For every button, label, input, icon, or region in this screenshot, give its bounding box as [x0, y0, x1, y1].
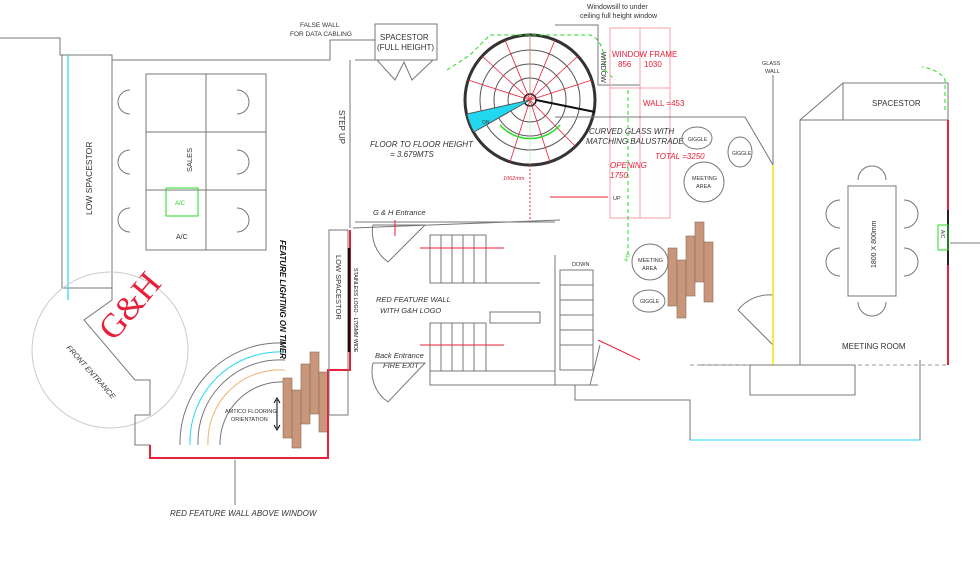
meeting-area-2a: MEETING — [638, 258, 663, 264]
total-dim: TOTAL =3250 — [655, 152, 705, 161]
wall-dimension: WALL =453 — [643, 99, 685, 108]
opening-label: OPENING — [610, 161, 647, 170]
amtico-label-1: AMTICO FLOORING — [225, 409, 277, 415]
red-feature-wall-logo-label-2: WITH G&H LOGO — [380, 306, 441, 315]
sales-label: SALES — [185, 148, 194, 172]
table-size-label: 1800 X 800mm — [871, 220, 878, 268]
opening-dim: 1750 — [610, 171, 628, 180]
amtico-label-2: ORIENTATION — [231, 417, 268, 423]
feature-lighting-label: FEATURE LIGHTING ON TIMER — [278, 240, 287, 359]
front-entrance: FRONT ENTRANCE G&H — [31, 265, 189, 455]
spacestor-right-label: SPACESTOR — [872, 99, 921, 108]
meeting-chairs — [825, 165, 919, 317]
meeting-area-1a: MEETING — [692, 176, 717, 182]
feature-planks — [282, 351, 329, 449]
spacestor-full-height — [374, 23, 438, 61]
false-wall-label-1: FALSE WALL — [300, 22, 340, 29]
spiral-staircase: ON — [463, 33, 597, 167]
windowsill-label-2: ceiling full height window — [580, 13, 658, 20]
giggle-3: GIGGLE — [640, 299, 660, 305]
window-frame-1030: 1030 — [644, 60, 662, 69]
desk-cluster: SALES A/C A/C — [145, 73, 267, 251]
middle-zone: LOW SPACESTOR STAINLESS LOGO - 1795MM WI… — [328, 208, 921, 441]
spacestor-full-label-1: SPACESTOR — [380, 33, 429, 42]
low-spacestor-left — [61, 54, 113, 289]
stainless-logo-label: STAINLESS LOGO - 1795MM WIDE — [352, 268, 358, 353]
ac-unit — [165, 187, 199, 217]
giggle-2: GIGGLE — [732, 151, 752, 157]
floor-height-label-1: FLOOR TO FLOOR HEIGHT — [370, 140, 474, 149]
floor-height-label-2: = 3.679MTS — [390, 150, 434, 159]
opening-zone — [609, 27, 671, 219]
windowsill-label-1: Windowsill to under — [587, 4, 648, 11]
up-label: UP — [613, 196, 621, 202]
window-frame-856: 856 — [618, 60, 632, 69]
glass-wall-label-2: WALL — [765, 69, 780, 75]
red-feature-wall-window-label: RED FEATURE WALL ABOVE WINDOW — [170, 509, 318, 518]
gh-entrance-label: G & H Entrance — [373, 208, 426, 217]
meeting-area-2b: AREA — [642, 266, 657, 272]
meeting-table — [847, 185, 897, 297]
fire-exit-label: FIRE EXIT — [383, 361, 420, 370]
chairs — [117, 89, 250, 233]
red-feature-wall-logo-label-1: RED FEATURE WALL — [376, 295, 451, 304]
step-up-label: STEP UP — [337, 110, 346, 144]
curved-glass-label-2: MATCHING BALUSTRADE — [586, 137, 684, 146]
amtico-curve: AMTICO FLOORING ORIENTATION — [179, 342, 286, 446]
ac-label: A/C — [176, 234, 188, 241]
stair-upper — [429, 234, 540, 284]
false-wall-label-2: FOR DATA CABLING — [290, 31, 352, 38]
down-label: DOWN — [572, 262, 589, 268]
glass-wall-label-1: GLASS — [762, 61, 781, 67]
sales-office: LOW SPACESTOR SALES A/C A/C STEP UP — [0, 37, 376, 300]
back-entrance-label: Back Entrance — [375, 351, 424, 360]
meeting-room: SPACESTOR A/C 1800 X 800mm MEETING ROOM — [690, 66, 980, 396]
low-spacestor-left-label: LOW SPACESTOR — [84, 142, 94, 215]
stair-on-label: ON — [482, 120, 490, 126]
dim-1062: 1062mm — [503, 176, 525, 182]
spacestor-full-label-2: (FULL HEIGHT) — [377, 43, 434, 52]
ac-label-meeting: A/C — [939, 230, 945, 239]
ac-label-green: A/C — [623, 252, 632, 262]
window-label: WINDOW — [599, 52, 606, 83]
meeting-area-1b: AREA — [696, 184, 711, 190]
ac-label-small: A/C — [175, 201, 186, 207]
giggle-1: GIGGLE — [688, 137, 708, 143]
front-entrance-label: FRONT ENTRANCE — [65, 343, 119, 401]
window-frame-label: WINDOW FRAME — [612, 50, 677, 59]
low-spacestor-mid-label: LOW SPACESTOR — [334, 255, 343, 320]
meeting-room-label: MEETING ROOM — [842, 342, 906, 351]
curved-glass-label-1: CURVED GLASS WITH — [589, 127, 674, 136]
stair-down — [554, 255, 598, 386]
